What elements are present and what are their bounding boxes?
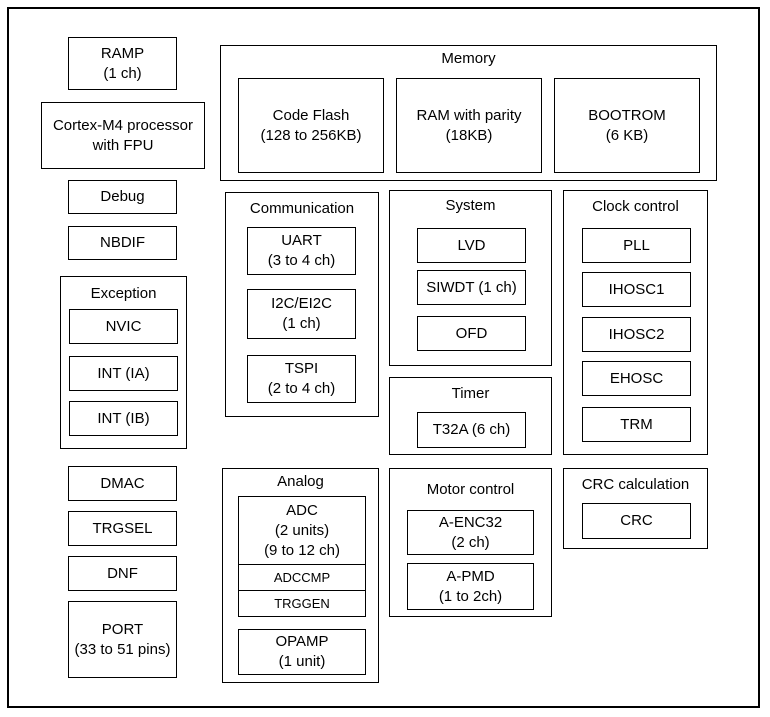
aenc32-channels: (2 ch) bbox=[451, 533, 490, 551]
siwdt-label: SIWDT (1 ch) bbox=[426, 278, 517, 296]
ram-label: RAM with parity bbox=[416, 106, 522, 124]
communication-title: Communication bbox=[249, 200, 355, 217]
adccmp-block: ADCCMP bbox=[238, 564, 366, 591]
t32a-block: T32A (6 ch) bbox=[417, 412, 526, 448]
analog-title: Analog bbox=[277, 473, 324, 490]
ehosc-label: EHOSC bbox=[609, 369, 664, 387]
ofd-label: OFD bbox=[455, 324, 488, 342]
ram-size: (18KB) bbox=[445, 126, 493, 144]
apmd-block: A-PMD (1 to 2ch) bbox=[407, 563, 534, 610]
clock-control-title: Clock control bbox=[592, 198, 679, 215]
tspi-label: TSPI bbox=[284, 360, 319, 377]
bootrom-label: BOOTROM bbox=[588, 106, 666, 124]
crc-calculation-group: CRC calculation CRC bbox=[563, 468, 708, 549]
opamp-label: OPAMP bbox=[275, 633, 329, 650]
system-group: System LVD SIWDT (1 ch) OFD bbox=[389, 190, 552, 366]
aenc32-label: A-ENC32 bbox=[438, 513, 503, 531]
int-ib-block: INT (IB) bbox=[69, 401, 178, 436]
adccmp-label: ADCCMP bbox=[273, 569, 331, 585]
uart-channels: (3 to 4 ch) bbox=[267, 252, 336, 269]
nvic-label: NVIC bbox=[105, 317, 142, 335]
exception-group: Exception NVIC INT (IA) INT (IB) bbox=[60, 276, 187, 449]
opamp-units: (1 unit) bbox=[278, 653, 326, 670]
i2c-label: I2C/EI2C bbox=[271, 295, 332, 312]
exception-title: Exception bbox=[90, 285, 157, 302]
crc-label: CRC bbox=[620, 512, 653, 529]
dnf-label: DNF bbox=[107, 564, 138, 582]
memory-title: Memory bbox=[441, 50, 496, 67]
timer-group: Timer T32A (6 ch) bbox=[389, 377, 552, 455]
ihosc2-block: IHOSC2 bbox=[582, 317, 691, 352]
int-ia-block: INT (IA) bbox=[69, 356, 178, 391]
crc-calculation-title: CRC calculation bbox=[581, 476, 690, 493]
trgsel-label: TRGSEL bbox=[92, 519, 153, 537]
aenc32-block: A-ENC32 (2 ch) bbox=[407, 510, 534, 555]
siwdt-block: SIWDT (1 ch) bbox=[417, 270, 526, 305]
adc-channels: (9 to 12 ch) bbox=[264, 541, 340, 559]
analog-group: Analog ADC (2 units) (9 to 12 ch) ADCCMP… bbox=[222, 468, 379, 683]
ramp-channels: (1 ch) bbox=[103, 64, 142, 82]
adc-units: (2 units) bbox=[274, 521, 330, 539]
system-title: System bbox=[445, 197, 496, 214]
motor-control-title: Motor control bbox=[426, 481, 515, 498]
diagram-frame bbox=[7, 7, 760, 708]
ihosc1-block: IHOSC1 bbox=[582, 272, 691, 307]
port-label: PORT bbox=[101, 620, 144, 638]
tspi-channels: (2 to 4 ch) bbox=[267, 380, 336, 397]
trm-label: TRM bbox=[620, 415, 653, 433]
cortex-fpu: with FPU bbox=[92, 136, 154, 154]
adc-block: ADC (2 units) (9 to 12 ch) bbox=[238, 496, 366, 565]
port-block: PORT (33 to 51 pins) bbox=[68, 601, 177, 678]
crc-block: CRC bbox=[582, 503, 691, 539]
adc-label: ADC bbox=[286, 501, 318, 519]
ihosc1-label: IHOSC1 bbox=[608, 280, 665, 298]
communication-group: Communication UART (3 to 4 ch) I2C/EI2C … bbox=[225, 192, 379, 417]
trggen-label: TRGGEN bbox=[274, 595, 330, 611]
motor-control-group: Motor control A-ENC32 (2 ch) A-PMD (1 to… bbox=[389, 468, 552, 617]
ofd-block: OFD bbox=[417, 316, 526, 351]
uart-label: UART bbox=[281, 232, 322, 249]
int-ia-label: INT (IA) bbox=[97, 364, 150, 382]
dmac-block: DMAC bbox=[68, 466, 177, 501]
apmd-channels: (1 to 2ch) bbox=[438, 587, 503, 605]
clock-control-group: Clock control PLL IHOSC1 IHOSC2 EHOSC TR… bbox=[563, 190, 708, 455]
trggen-block: TRGGEN bbox=[238, 590, 366, 617]
bootrom-block: BOOTROM (6 KB) bbox=[554, 78, 700, 173]
port-pins: (33 to 51 pins) bbox=[74, 640, 171, 658]
ehosc-block: EHOSC bbox=[582, 361, 691, 396]
lvd-label: LVD bbox=[457, 236, 486, 254]
i2c-block: I2C/EI2C (1 ch) bbox=[247, 289, 356, 339]
ramp-block: RAMP (1 ch) bbox=[68, 37, 177, 90]
timer-title: Timer bbox=[451, 385, 490, 402]
tspi-block: TSPI (2 to 4 ch) bbox=[247, 355, 356, 403]
ram-block: RAM with parity (18KB) bbox=[396, 78, 542, 173]
cortex-label: Cortex-M4 processor bbox=[52, 116, 194, 134]
t32a-label: T32A (6 ch) bbox=[432, 421, 511, 438]
i2c-channels: (1 ch) bbox=[282, 315, 321, 332]
int-ib-label: INT (IB) bbox=[97, 409, 150, 427]
dmac-label: DMAC bbox=[100, 474, 145, 492]
debug-block: Debug bbox=[68, 180, 177, 214]
trm-block: TRM bbox=[582, 407, 691, 442]
ihosc2-label: IHOSC2 bbox=[608, 325, 665, 343]
dnf-block: DNF bbox=[68, 556, 177, 591]
pll-label: PLL bbox=[623, 236, 650, 254]
code-flash-block: Code Flash (128 to 256KB) bbox=[238, 78, 384, 173]
nvic-block: NVIC bbox=[69, 309, 178, 344]
trgsel-block: TRGSEL bbox=[68, 511, 177, 546]
nbdif-block: NBDIF bbox=[68, 226, 177, 260]
memory-group: Memory Code Flash (128 to 256KB) RAM wit… bbox=[220, 45, 717, 181]
debug-label: Debug bbox=[100, 188, 145, 205]
code-flash-size: (128 to 256KB) bbox=[260, 126, 362, 144]
lvd-block: LVD bbox=[417, 228, 526, 263]
pll-block: PLL bbox=[582, 228, 691, 263]
ramp-label: RAMP bbox=[100, 44, 145, 62]
apmd-label: A-PMD bbox=[446, 567, 495, 585]
cortex-block: Cortex-M4 processor with FPU bbox=[41, 102, 205, 169]
opamp-block: OPAMP (1 unit) bbox=[238, 629, 366, 675]
uart-block: UART (3 to 4 ch) bbox=[247, 227, 356, 275]
nbdif-label: NBDIF bbox=[100, 234, 145, 251]
code-flash-label: Code Flash bbox=[272, 106, 350, 124]
bootrom-size: (6 KB) bbox=[605, 126, 649, 144]
